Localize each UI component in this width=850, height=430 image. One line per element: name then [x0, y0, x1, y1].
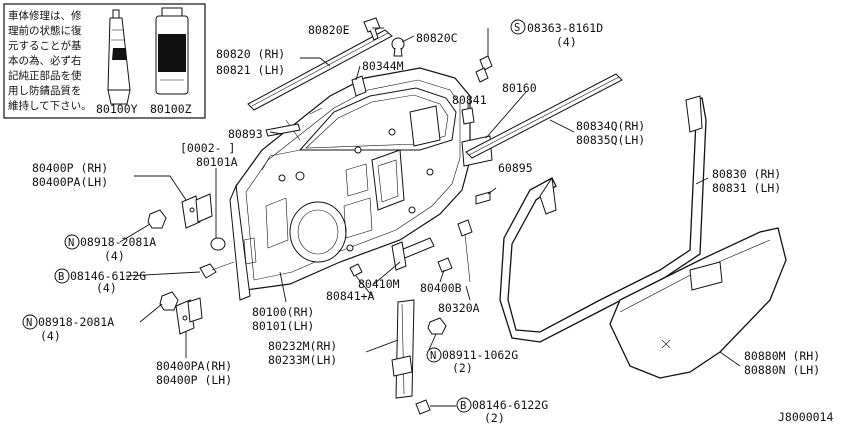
bolt-08363 — [475, 55, 493, 83]
callout-80344m: 80344M — [362, 59, 404, 73]
callout-80835q-lh: 80835Q(LH) — [576, 133, 645, 147]
callout-80233m-lh: 80233M(LH) — [268, 353, 337, 367]
callout-80320a: 80320A — [438, 301, 480, 315]
badge-n-08911: N — [426, 347, 442, 363]
label-80100y: 80100Y — [96, 102, 138, 116]
lower-hinge — [175, 297, 203, 335]
callout-80841a: 80841+A — [326, 289, 375, 303]
diagram-id: J8000014 — [778, 410, 833, 424]
callout-80232m-rh: 80232M(RH) — [268, 339, 337, 353]
notice-line-2: 理前の状態に復 — [8, 24, 82, 37]
notice-line-5: 記純正部品を使 — [8, 69, 82, 82]
callout-08911: 08911-1062G — [442, 348, 518, 362]
badge-n-08911-letter: N — [430, 350, 436, 362]
regulator-channel-80232m — [391, 299, 415, 399]
callout-80880m-rh: 80880M (RH) — [744, 349, 820, 363]
callout-08146-upper-qty: (4) — [96, 281, 117, 295]
seal-80841 — [461, 107, 475, 125]
nut-08918-lower — [159, 291, 179, 311]
clip-80344m — [351, 75, 367, 97]
badge-b-upper: B — [54, 268, 70, 284]
clip-80820c — [391, 37, 405, 57]
bolt-08146-upper — [199, 263, 217, 279]
badge-n-upper-letter: N — [68, 237, 74, 249]
callout-08911-qty: (2) — [452, 361, 473, 375]
upper-hinge — [181, 193, 213, 229]
badge-b-lower-letter: B — [460, 400, 466, 412]
badge-s-letter: S — [514, 22, 520, 34]
callout-08918-lower-qty: (4) — [40, 329, 61, 343]
outer-moulding-strip — [247, 29, 393, 111]
callout-08146-lower: 08146-6122G — [472, 398, 548, 412]
belt-moulding-80834q — [465, 73, 623, 159]
notice-line-4: 本の為、必ず右 — [8, 54, 82, 67]
check-link-80410m — [391, 237, 435, 271]
callout-08918-upper-qty: (4) — [104, 249, 125, 263]
callout-80101-lh: 80101(LH) — [252, 319, 314, 333]
bolt-08146-lower — [415, 399, 431, 415]
callout-80820e: 80820E — [308, 23, 350, 37]
notice-box: 車体修理は、修 理前の状態に復 元することが基 本の為、必ず右 記純正部品を使 … — [3, 3, 206, 119]
callout-80841: 80841 — [452, 93, 487, 107]
nut-08911 — [427, 317, 447, 335]
spray-can-icon — [155, 7, 189, 95]
nut-08918-upper — [147, 209, 167, 229]
callout-80820-rh: 80820 (RH) — [216, 47, 285, 61]
callout-80820c: 80820C — [416, 31, 458, 45]
callout-08146-lower-qty: (2) — [484, 411, 505, 425]
callout-80893: 80893 — [228, 127, 263, 141]
callout-80410m: 80410M — [358, 277, 400, 291]
callout-80400p-rh: 80400P (RH) — [32, 161, 108, 175]
callout-bracket: [0002- ] — [180, 141, 235, 155]
notice-line-1: 車体修理は、修 — [8, 9, 82, 22]
bolt-80400b — [437, 257, 453, 273]
callout-80830-rh: 80830 (RH) — [712, 167, 781, 181]
badge-n-upper: N — [64, 234, 80, 250]
pad-60895 — [475, 191, 491, 205]
callout-08363-qty: (4) — [556, 35, 577, 49]
sealant-tube-icon — [107, 9, 131, 105]
callout-80101a: 80101A — [196, 155, 238, 169]
badge-b-lower: B — [456, 397, 472, 413]
badge-n-lower-letter: N — [26, 317, 32, 329]
callout-60895: 60895 — [498, 161, 533, 175]
callout-80880n-lh: 80880N (LH) — [744, 363, 820, 377]
callout-80831-lh: 80831 (LH) — [712, 181, 781, 195]
bolt-80320a — [457, 219, 473, 237]
door-glass-80880m — [609, 227, 787, 379]
callout-80400p-lh: 80400P (LH) — [156, 373, 232, 387]
callout-80400pa-lh: 80400PA(LH) — [32, 175, 108, 189]
label-80100z: 80100Z — [150, 102, 192, 116]
callout-80100-rh: 80100(RH) — [252, 305, 314, 319]
callout-08918-lower: 08918-2081A — [38, 315, 114, 329]
notice-line-6: 用し防錆品質を — [8, 84, 82, 97]
callout-08918-upper: 08918-2081A — [80, 235, 156, 249]
notice-line-7: 維持して下さい。 — [8, 99, 92, 112]
callout-08363: 08363-8161D — [527, 21, 603, 35]
leader-lines — [119, 27, 741, 407]
callout-80834q-rh: 80834Q(RH) — [576, 119, 645, 133]
badge-n-lower: N — [22, 314, 38, 330]
badge-b-upper-letter: B — [58, 271, 64, 283]
door-weatherstrip-80830 — [499, 95, 707, 343]
badge-s: S — [510, 19, 526, 35]
callout-80400pa-rh: 80400PA(RH) — [156, 359, 232, 373]
callout-80160: 80160 — [502, 81, 537, 95]
callout-08146-upper: 08146-6122G — [70, 269, 146, 283]
callout-80821-lh: 80821 (LH) — [216, 63, 285, 77]
plug-80841a — [349, 263, 363, 277]
callout-80400b: 80400B — [420, 281, 462, 295]
door-panel — [229, 67, 471, 301]
grommet-80101a — [210, 237, 226, 251]
notice-line-3: 元することが基 — [8, 39, 82, 52]
